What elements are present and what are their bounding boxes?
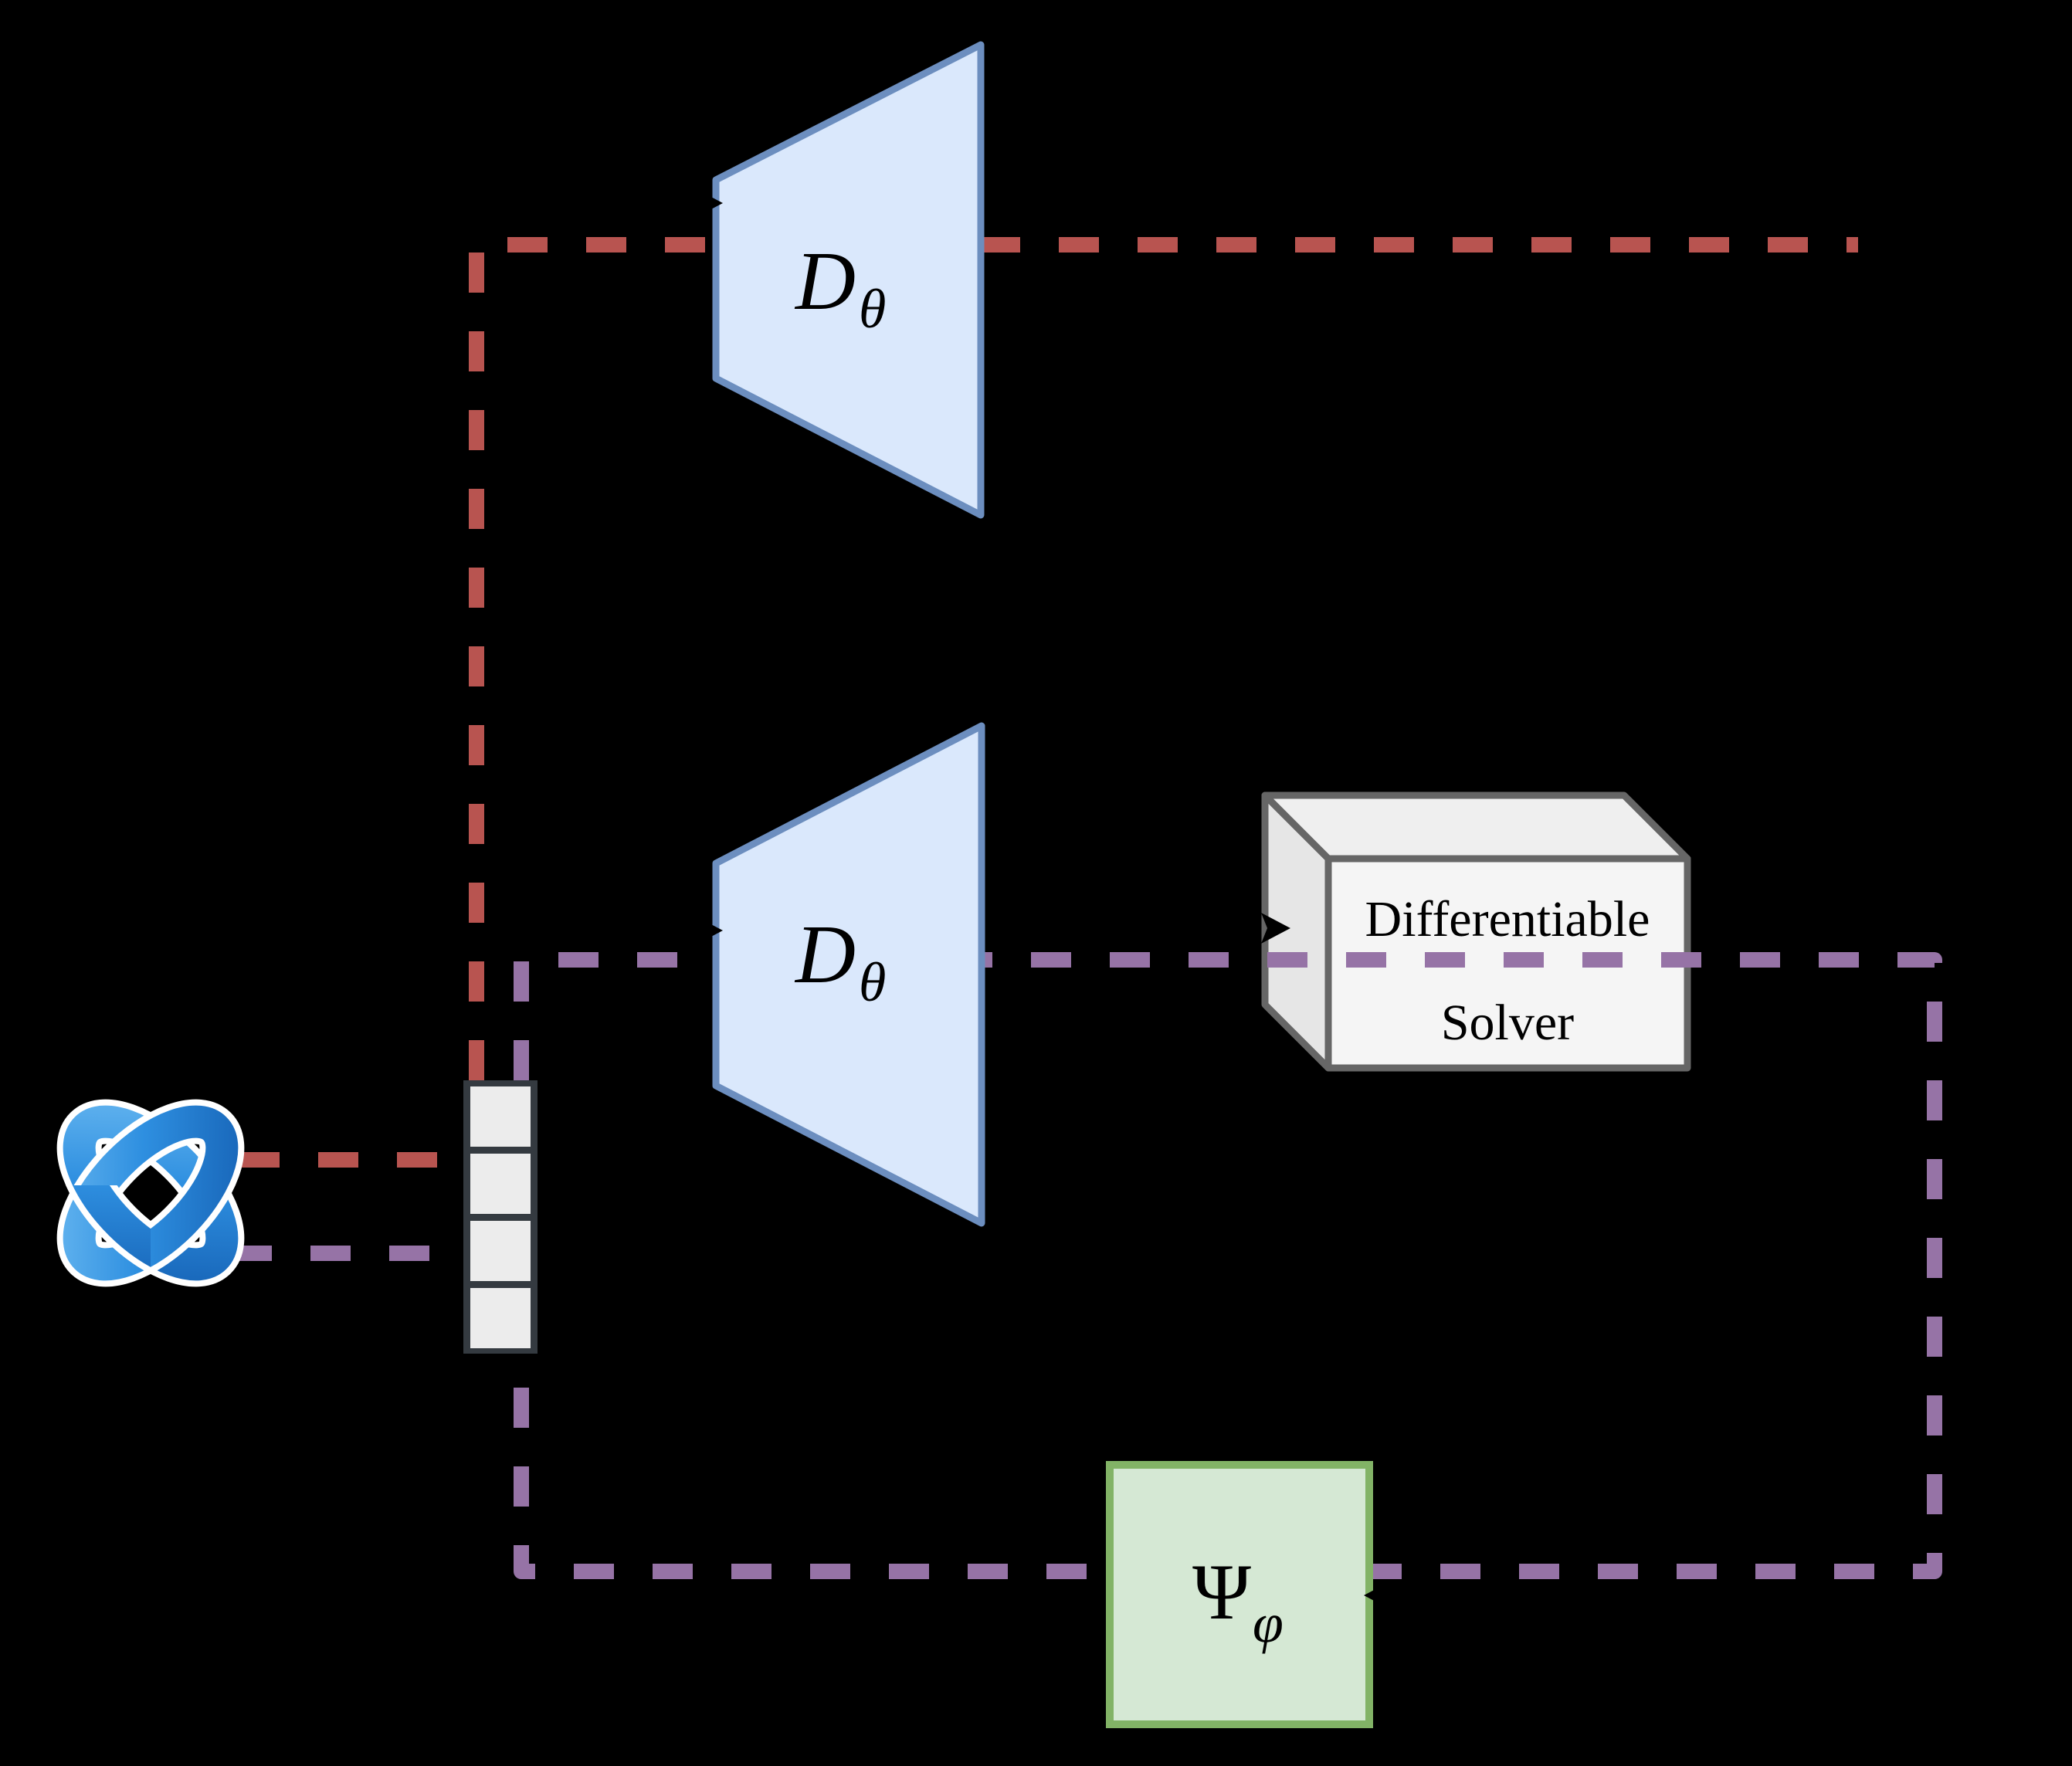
red-latent-to-decoder-line bbox=[469, 237, 1858, 1080]
hypernetwork-label-subscript: φ bbox=[1253, 1592, 1284, 1654]
latent-code-cell bbox=[470, 1086, 531, 1147]
arrowhead-into-solver-icon bbox=[1261, 913, 1290, 944]
decoder-top-trapezoid bbox=[712, 41, 985, 519]
decoder-middle: D θ bbox=[712, 722, 985, 1227]
latent-code-cell bbox=[470, 1288, 531, 1348]
decoder-top-label-subscript: θ bbox=[859, 278, 886, 340]
decoder-top: D θ bbox=[712, 41, 985, 519]
latent-code-stack bbox=[463, 1080, 537, 1354]
arrowhead-into-hypernetwork-icon bbox=[1364, 1580, 1393, 1611]
solver-label-line1: Differentiable bbox=[1365, 891, 1650, 947]
latent-code-cell bbox=[470, 1154, 531, 1214]
decoder-middle-trapezoid bbox=[712, 722, 985, 1227]
arrowhead-into-decoder-top-icon bbox=[693, 188, 723, 219]
hypernetwork-label: Ψ bbox=[1192, 1548, 1251, 1636]
differentiable-solver-box: Differentiable Solver bbox=[1261, 791, 1691, 1072]
decoder-middle-label-subscript: θ bbox=[859, 951, 886, 1013]
solver-label-line2: Solver bbox=[1441, 995, 1574, 1051]
hypernetwork-box: Ψ φ bbox=[1106, 1461, 1373, 1728]
knot-3d-shape-icon bbox=[56, 1099, 245, 1287]
latent-code-cell bbox=[470, 1221, 531, 1281]
hypernetwork-rect bbox=[1106, 1461, 1373, 1728]
purple-solver-loop-line bbox=[514, 952, 1942, 1579]
decoder-middle-label: D bbox=[794, 909, 856, 1001]
solver-box-top-face bbox=[1261, 791, 1691, 863]
arrowhead-into-decoder-middle-icon bbox=[693, 915, 723, 946]
decoder-top-label: D bbox=[794, 236, 856, 327]
